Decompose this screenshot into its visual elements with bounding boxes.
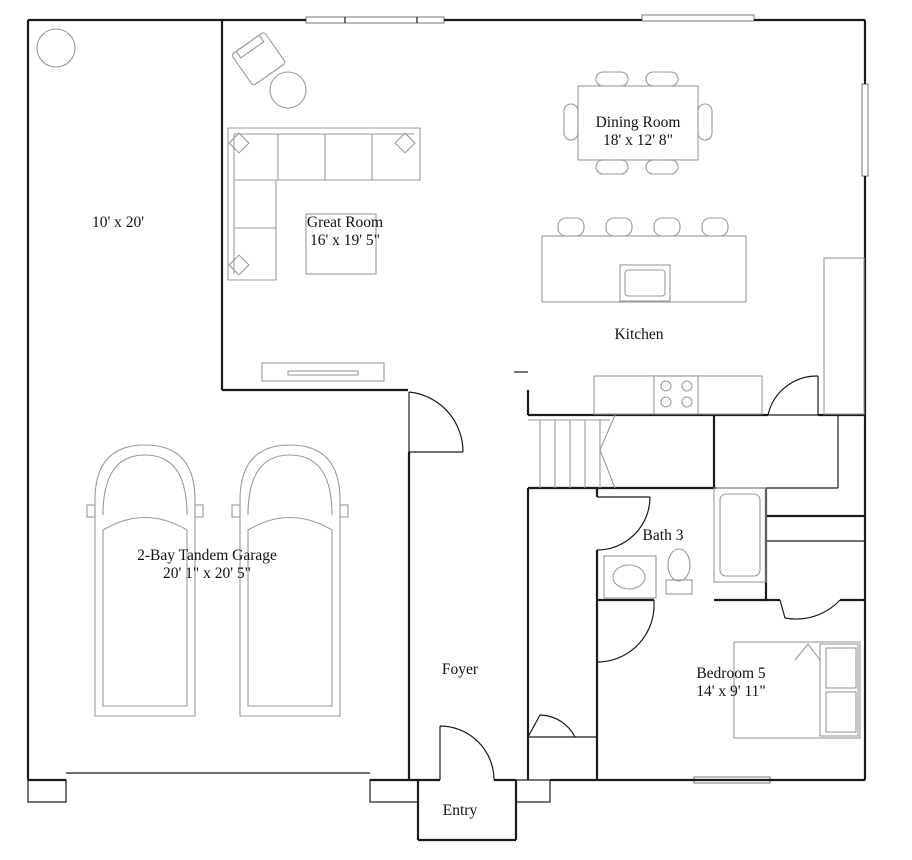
great-room-furniture	[227, 32, 421, 382]
doors	[408, 375, 841, 781]
stairs	[528, 414, 616, 489]
walls	[26, 18, 867, 842]
garage-cars	[36, 28, 349, 717]
kitchen-fixtures	[541, 217, 865, 415]
bedroom-furniture	[733, 641, 861, 739]
windows	[305, 14, 869, 784]
bath-fixtures	[603, 487, 767, 599]
dining-furniture	[563, 71, 713, 175]
